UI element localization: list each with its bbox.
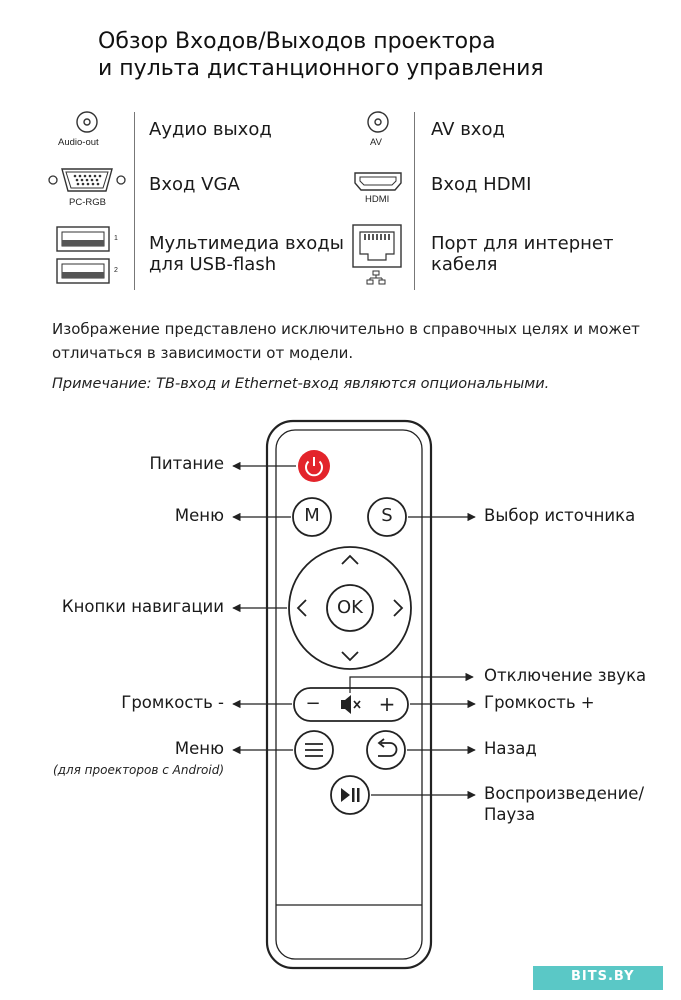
hdmi-icon-label: HDMI	[365, 194, 390, 205]
volume-plus-glyph: +	[378, 692, 396, 716]
av-label: AV вход	[431, 119, 505, 140]
audio-out-icon-label: Audio-out	[58, 137, 99, 148]
mute-arrow	[349, 672, 474, 693]
usb-port-2-number: 2	[114, 267, 118, 274]
source-button-letter: S	[381, 505, 393, 526]
source-button[interactable]	[367, 497, 407, 537]
mute-icon[interactable]	[341, 695, 361, 714]
usb-ports-icon	[56, 226, 110, 284]
play-pause-label-line-1: Воспроизведение/	[484, 784, 644, 803]
page-title: Обзор Входов/Выходов проектора и пульта …	[98, 28, 544, 82]
play-pause-label-line-2: Пауза	[484, 805, 536, 824]
watermark-logo: BITS.BY	[533, 966, 663, 990]
port-divider-left	[134, 112, 135, 290]
power-button[interactable]	[298, 450, 330, 482]
menu-label: Меню	[174, 506, 224, 525]
optional-note: Примечание: ТВ-вход и Ethernet-вход явля…	[52, 376, 550, 392]
hamburger-icon	[305, 743, 323, 757]
hdmi-port-icon	[354, 172, 402, 191]
disclaimer-line-2: отличаться в зависимости от модели.	[52, 344, 354, 362]
audio-out-jack-icon	[76, 111, 98, 133]
back-button[interactable]	[366, 730, 406, 770]
source-label: Выбор источника	[484, 506, 636, 525]
remote-body-inner	[275, 429, 423, 960]
menu-button-letter: M	[304, 505, 320, 526]
ethernet-label-line-1: Порт для интернет	[431, 233, 614, 254]
usb-port-1-number: 1	[114, 235, 118, 242]
navigation-label: Кнопки навигации	[61, 597, 224, 616]
av-icon-label: AV	[370, 137, 382, 148]
menu-button[interactable]	[292, 497, 332, 537]
av-jack-icon	[367, 111, 389, 133]
back-arrow-icon	[377, 738, 398, 757]
ok-button[interactable]	[326, 584, 374, 632]
volume-minus-glyph: −	[305, 693, 321, 714]
volume-up-label: Громкость +	[484, 693, 595, 712]
up-chevron-icon	[341, 554, 359, 565]
usb-label-line-2: для USB-flash	[149, 254, 277, 275]
right-chevron-icon	[393, 599, 404, 617]
usb-label-line-1: Мультимедиа входы	[149, 233, 344, 254]
volume-down-label: Громкость -	[121, 693, 224, 712]
vga-port-icon	[48, 168, 126, 192]
title-line-1: Обзор Входов/Выходов проектора	[98, 29, 496, 54]
ok-button-label: OK	[337, 597, 363, 618]
ethernet-port-icon	[352, 224, 402, 285]
audio-out-label: Аудио выход	[149, 119, 272, 140]
android-menu-note: (для проекторов с Android)	[52, 763, 224, 777]
back-label: Назад	[484, 739, 537, 758]
watermark-text: BITS.BY	[571, 969, 635, 984]
power-label: Питание	[149, 454, 224, 473]
play-pause-icon	[341, 788, 360, 802]
vga-icon-label: PC-RGB	[69, 197, 106, 208]
left-chevron-icon	[296, 599, 307, 617]
title-line-2: и пульта дистанционного управления	[98, 56, 544, 81]
android-menu-label: Меню	[174, 739, 224, 758]
hdmi-label: Вход HDMI	[431, 174, 532, 195]
remote-body	[265, 419, 433, 970]
vga-label: Вход VGA	[149, 174, 240, 195]
disclaimer-line-1: Изображение представлено исключительно в…	[52, 320, 640, 338]
ethernet-label-line-2: кабеля	[431, 254, 498, 275]
port-divider-right	[414, 112, 415, 290]
mute-label: Отключение звука	[484, 666, 647, 685]
down-chevron-icon	[341, 651, 359, 662]
